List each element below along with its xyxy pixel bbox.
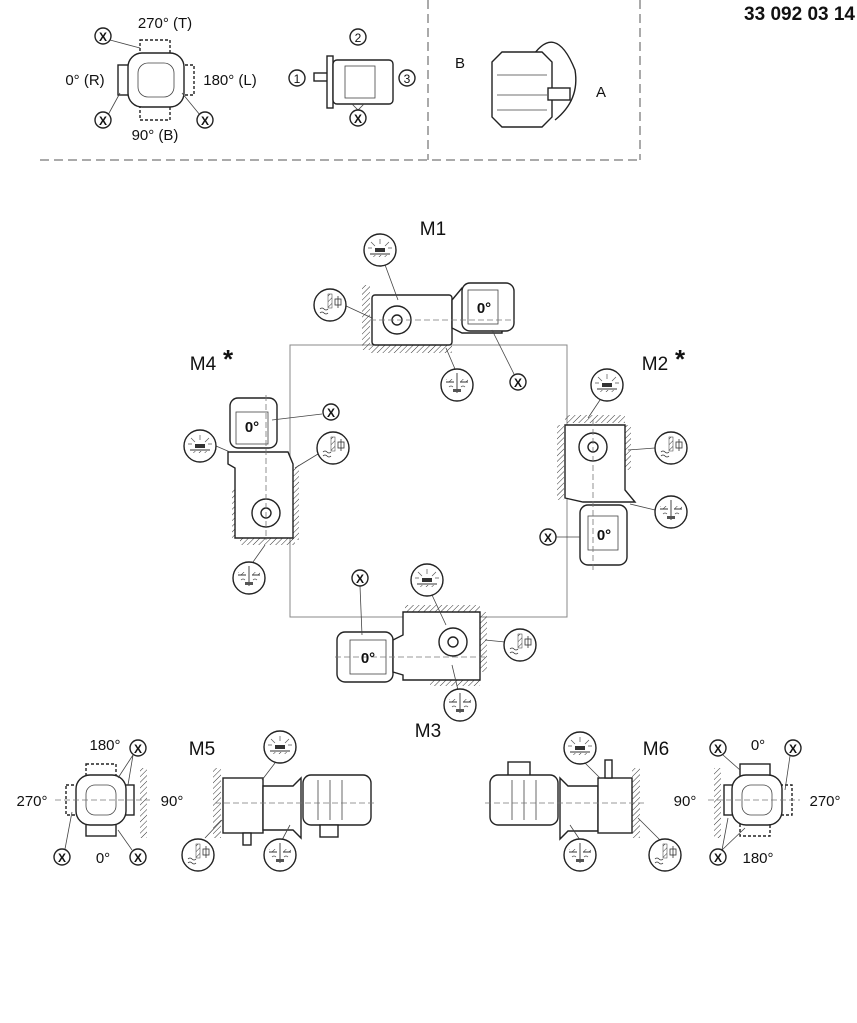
breather-x-icon bbox=[94, 111, 112, 129]
oil-drain-detail-icon bbox=[563, 838, 597, 872]
mounting-position-m5: M5 bbox=[181, 730, 375, 872]
m6-angle-top: 0° bbox=[751, 737, 765, 754]
m1-label: M1 bbox=[420, 219, 446, 240]
oil-drain-detail-icon bbox=[232, 561, 266, 595]
m1-terminal-box-label: 0° bbox=[477, 300, 491, 317]
oil-level-detail-icon bbox=[648, 838, 682, 872]
oil-level-detail-icon bbox=[313, 288, 347, 322]
position-bottom-label: 90° (B) bbox=[132, 127, 179, 144]
shaft-side-legend: B A bbox=[455, 41, 606, 128]
breather-x-icon bbox=[53, 848, 71, 866]
m5-end-view: 180° 270° 90° 0° bbox=[16, 737, 183, 867]
breather-x-icon bbox=[539, 528, 557, 546]
breather-x-icon bbox=[784, 739, 802, 757]
oil-drain-detail-icon bbox=[263, 838, 297, 872]
m6-angle-bottom: 180° bbox=[742, 850, 773, 867]
cable-entry-3-label: 3 bbox=[404, 72, 411, 86]
breather-x-icon bbox=[196, 111, 214, 129]
cable-entry-1-label: 1 bbox=[294, 72, 301, 86]
m5-angle-top: 180° bbox=[89, 737, 120, 754]
shaft-side-b-label: B bbox=[455, 55, 465, 72]
m4-terminal-box-label: 0° bbox=[245, 419, 259, 436]
m5-label: M5 bbox=[189, 739, 215, 760]
m3-terminal-box-label: 0° bbox=[361, 650, 375, 667]
cable-entry-2-icon bbox=[349, 28, 367, 46]
m6-angle-left: 90° bbox=[674, 793, 697, 810]
mounting-position-m6: M6 bbox=[485, 731, 682, 872]
m4-asterisk: * bbox=[223, 344, 234, 374]
m5-angle-bottom: 0° bbox=[96, 850, 110, 867]
oil-drain-detail-icon bbox=[443, 688, 477, 722]
m2-asterisk: * bbox=[675, 344, 686, 374]
position-right-label: 0° (R) bbox=[65, 72, 104, 89]
breather-detail-icon bbox=[183, 429, 217, 463]
m3-label: M3 bbox=[415, 721, 441, 742]
m6-end-view: 0° 90° 270° 180° bbox=[674, 737, 841, 867]
breather-x-icon bbox=[709, 739, 727, 757]
breather-x-icon bbox=[349, 109, 367, 127]
m5-angle-left: 270° bbox=[16, 793, 47, 810]
mounting-position-m3: M3 0° bbox=[335, 563, 537, 742]
m2-terminal-box-label: 0° bbox=[597, 527, 611, 544]
oil-drain-detail-icon bbox=[654, 495, 688, 529]
document-number: 33 092 03 14 bbox=[744, 4, 855, 25]
m2-label: M2 bbox=[642, 354, 668, 375]
breather-detail-icon bbox=[363, 233, 397, 267]
mounting-position-m1: M1 0° bbox=[313, 219, 527, 402]
oil-level-detail-icon bbox=[316, 431, 350, 465]
oil-level-detail-icon bbox=[503, 628, 537, 662]
breather-x-icon bbox=[94, 27, 112, 45]
cable-entry-legend: 1 2 3 bbox=[288, 28, 416, 127]
terminal-box-legend: 270° (T) 0° (R) 180° (L) 90° (B) bbox=[65, 15, 256, 144]
breather-x-icon bbox=[129, 739, 147, 757]
oil-level-detail-icon bbox=[181, 838, 215, 872]
breather-x-icon bbox=[509, 373, 527, 391]
legend-frame bbox=[40, 0, 641, 161]
position-left-label: 180° (L) bbox=[203, 72, 257, 89]
breather-x-icon bbox=[351, 569, 369, 587]
breather-detail-icon bbox=[410, 563, 444, 597]
mounting-position-m2: M2 * 0° bbox=[539, 344, 688, 570]
breather-x-icon bbox=[129, 848, 147, 866]
m4-label: M4 bbox=[190, 354, 217, 375]
m5-angle-right: 90° bbox=[161, 793, 184, 810]
cable-entry-3-icon bbox=[398, 69, 416, 87]
breather-x-icon bbox=[322, 403, 340, 421]
breather-x-icon bbox=[709, 848, 727, 866]
m6-label: M6 bbox=[643, 739, 669, 760]
mounting-position-m4: M4 * 0° bbox=[183, 344, 350, 595]
shaft-side-a-label: A bbox=[596, 84, 606, 101]
oil-drain-detail-icon bbox=[440, 368, 474, 402]
breather-detail-icon bbox=[590, 368, 624, 402]
cable-entry-1-icon bbox=[288, 69, 306, 87]
cable-entry-2-label: 2 bbox=[355, 31, 362, 45]
breather-detail-icon bbox=[263, 730, 297, 764]
position-top-label: 270° (T) bbox=[138, 15, 192, 32]
oil-level-detail-icon bbox=[654, 431, 688, 465]
m6-angle-right: 270° bbox=[809, 793, 840, 810]
breather-detail-icon bbox=[563, 731, 597, 765]
